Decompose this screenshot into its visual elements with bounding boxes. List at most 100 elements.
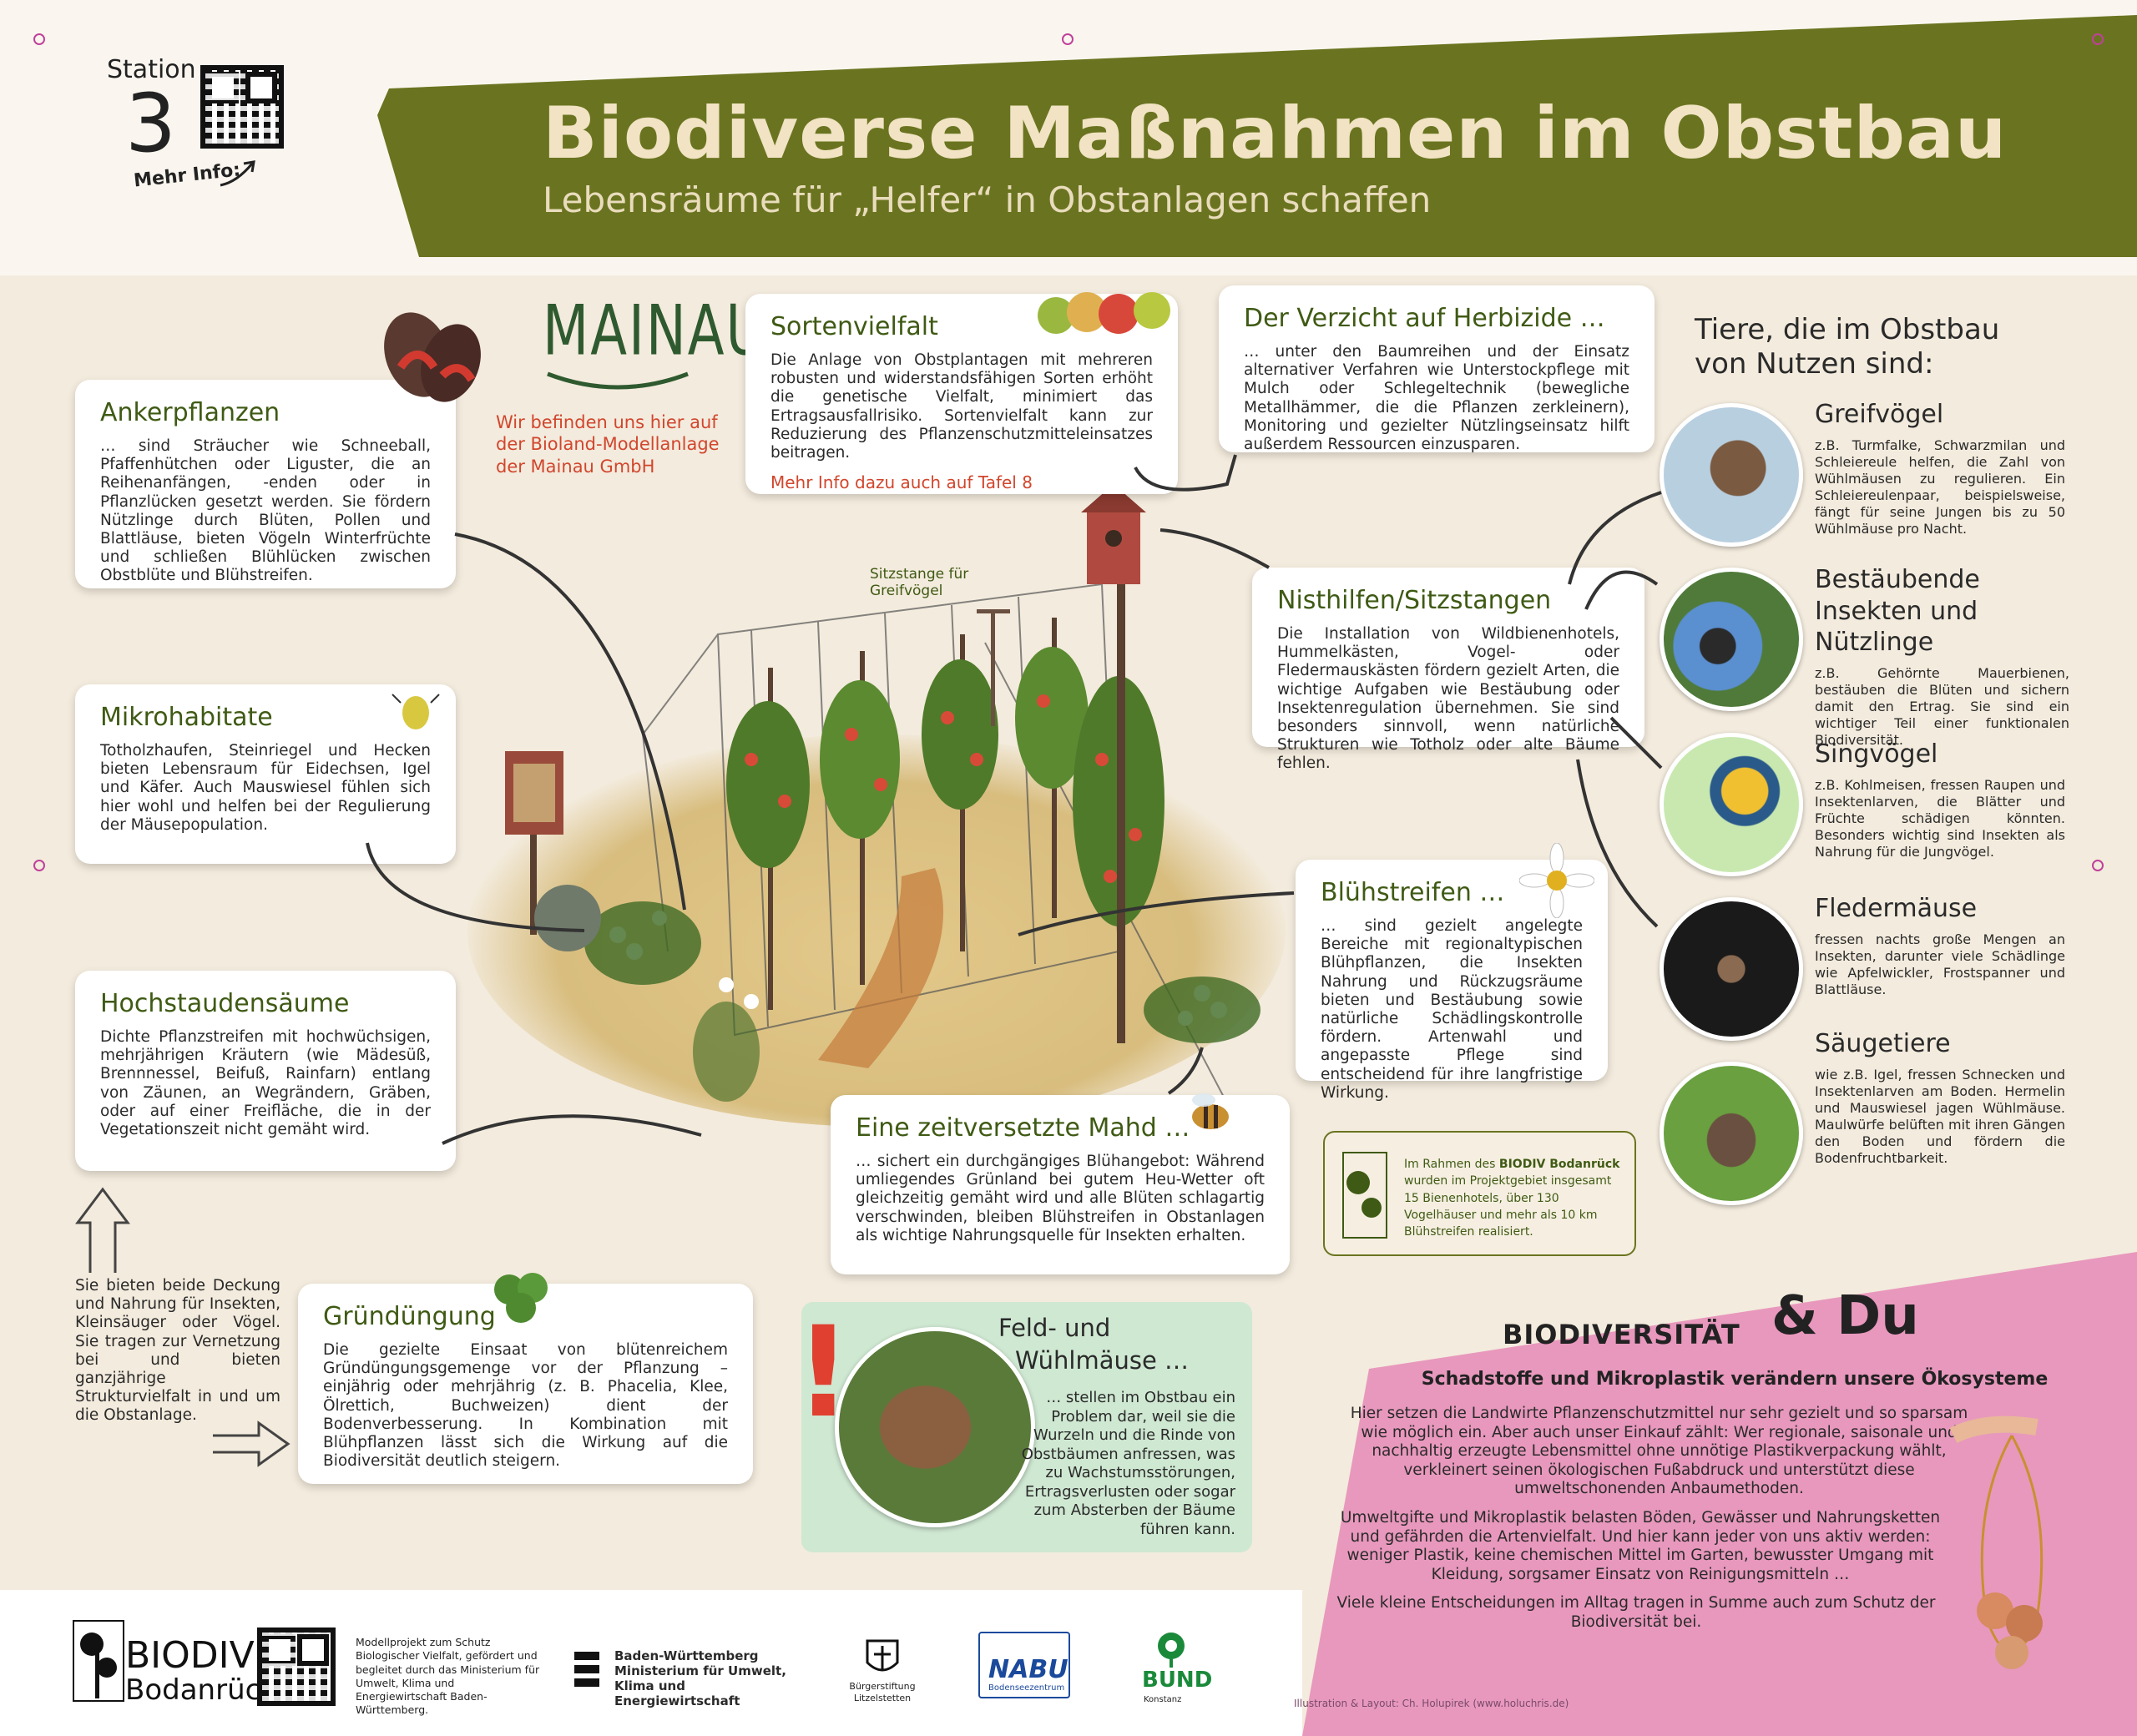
card-text: Die gezielte Einsaat von blütenreichem G… [323, 1341, 728, 1471]
apples-icon [1038, 292, 1170, 334]
bund-logo-text: BUND [1142, 1668, 1213, 1693]
animal-fledermaeuse: Fledermäuse fressen nachts große Mengen … [1815, 893, 2065, 998]
voles-box: ! Feld- und Wühlmäuse … … stellen im Obs… [795, 1302, 1252, 1552]
tree-icon [1342, 1152, 1387, 1239]
animal-text: fressen nachts große Mengen an Insekten,… [1815, 931, 2065, 997]
biodiv-info-box: Im Rahmen des BIODIV Bodanrück wurden im… [1323, 1131, 1636, 1256]
side-note: Sie bieten beide Deckung und Nahrung für… [75, 1277, 280, 1425]
mainau-logo-swoosh [547, 371, 689, 390]
card-title: Sortenvielfalt [770, 312, 938, 341]
biodiv-du-title: BIODIVERSITÄT [1503, 1319, 1740, 1350]
bw-ministry-logo: Baden-Württemberg Ministerium für Umwelt… [614, 1648, 786, 1708]
card-title: Eine zeitversetzte Mahd … [856, 1113, 1190, 1143]
mainau-note: Wir befinden uns hier auf der Bioland-Mo… [496, 412, 720, 477]
beetle-icon [392, 694, 440, 729]
arrow-icon [220, 160, 255, 187]
card-text: … sind gezielt angelegte Bereiche mit re… [1321, 917, 1583, 1102]
nabu-logo: NABU Bodenseezentrum [978, 1632, 1070, 1698]
animal-title: Bestäubende Insekten und Nützlinge [1815, 565, 1980, 657]
bw-lions-icon [574, 1652, 599, 1687]
animal-text: z.B. Kohlmeisen, fressen Raupen und Inse… [1815, 776, 2065, 860]
biodiv-info-text: Im Rahmen des BIODIV Bodanrück wurden im… [1404, 1158, 1620, 1239]
card-text: Dichte Pflanzstreifen mit hochwüchsigen,… [100, 1028, 431, 1138]
card-title: Mikrohabitate [100, 703, 273, 732]
card-hochstaudensaeume: Hochstaudensäume Dichte Pflanzstreifen m… [75, 971, 456, 1171]
card-text: Die Installation von Wildbienenhotels, H… [1277, 625, 1619, 773]
card-text: … sind Sträucher wie Schneeball, Pfaffen… [100, 437, 431, 585]
songbird-image [1660, 733, 1803, 876]
animal-singvoegel: Singvögel z.B. Kohlmeisen, fressen Raupe… [1815, 739, 2065, 860]
card-title: Hochstaudensäume [100, 989, 350, 1018]
qr-code-station[interactable] [200, 65, 284, 149]
shopping-net-icon [1949, 1416, 2044, 1669]
station-label: Station [107, 55, 196, 84]
animal-text: z.B. Gehörnte Mauerbienen, bestäuben die… [1815, 664, 2069, 748]
right-arrow-icon [213, 1421, 290, 1467]
station-number: 3 [125, 77, 177, 170]
biodiv-logo-line1: BIODIV [125, 1634, 255, 1677]
page-subtitle: Lebensräume für „Helfer“ in Obstanlagen … [543, 179, 1432, 220]
card-text: Die Anlage von Obstplantagen mit mehrere… [770, 351, 1153, 462]
stiftung-crest-icon [866, 1639, 899, 1672]
bund-sub: Konstanz [1144, 1695, 1182, 1704]
mainau-logo: MAINAU [543, 290, 767, 372]
orchard-illustration [505, 484, 1260, 1136]
animal-title: Fledermäuse [1815, 894, 1978, 923]
card-bluehstreifen: Blühstreifen … … sind gezielt angelegte … [1296, 860, 1608, 1102]
mount-hole [2092, 860, 2104, 871]
animal-title: Greifvögel [1815, 400, 1944, 429]
daisy-icon [1519, 843, 1594, 918]
stiftung-label: Bürgerstiftung Litzelstetten [849, 1681, 916, 1704]
animal-bestaeuber: Bestäubende Insekten und Nützlinge z.B. … [1815, 564, 2069, 749]
bee-image [1660, 568, 1803, 711]
up-arrow-icon [75, 1187, 130, 1273]
card-title: Blühstreifen … [1321, 878, 1505, 907]
mount-hole [2092, 33, 2104, 45]
mount-hole [33, 33, 45, 45]
card-nisthilfen: Nisthilfen/Sitzstangen Die Installation … [1252, 568, 1644, 772]
card-title: Gründüngung [323, 1302, 496, 1331]
card-ankerpflanzen: Ankerpflanzen … sind Sträucher wie Schne… [75, 380, 456, 588]
bat-image [1660, 897, 1803, 1041]
vole-image [835, 1327, 1035, 1527]
animals-heading: Tiere, die im Obstbau von Nutzen sind: [1695, 313, 2000, 381]
clover-icon [494, 1273, 548, 1323]
voles-title: Feld- und Wühlmäuse … [998, 1314, 1190, 1375]
animal-saeugetiere: Säugetiere wie z.B. Igel, fressen Schnec… [1815, 1028, 2065, 1167]
card-text: … unter den Baumreihen und der Einsatz a… [1244, 343, 1629, 453]
footer [0, 1590, 1302, 1736]
card-title: Ankerpflanzen [100, 398, 280, 427]
butterfly-icon [384, 312, 481, 402]
card-title: Der Verzicht auf Herbizide … [1244, 304, 1605, 333]
biodiv-du-amp: & Du [1771, 1285, 1919, 1347]
voles-text: … stellen im Obstbau ein Problem dar, we… [1021, 1389, 1235, 1538]
animal-greifvoegel: Greifvögel z.B. Turmfalke, Schwarzmilan … [1815, 399, 2065, 537]
biodiv-du-p3: Viele kleine Entscheidungen im Alltag tr… [1336, 1594, 1936, 1631]
biodiv-du-p2: Umweltgifte und Mikroplastik belasten Bö… [1340, 1509, 1941, 1583]
bund-flower-icon [1158, 1633, 1185, 1668]
card-text: Totholzhaufen, Steinriegel und Hecken bi… [100, 742, 431, 834]
biodiv-logo-line2: Bodanrück [125, 1673, 278, 1707]
card-sortenvielfalt: Sortenvielfalt Die Anlage von Obstplanta… [745, 294, 1178, 494]
page-title: Biodiverse Maßnahmen im Obstbau [543, 92, 2008, 175]
animal-text: wie z.B. Igel, fressen Schnecken und Ins… [1815, 1066, 2065, 1166]
animal-title: Säugetiere [1815, 1029, 1951, 1058]
biodiv-du-p1: Hier setzen die Landwirte Pflanzenschutz… [1350, 1405, 1968, 1498]
card-text: … sichert ein durchgängiges Blühangebot:… [856, 1153, 1265, 1244]
model-project-text: Modellprojekt zum Schutz Biologischer Vi… [356, 1636, 540, 1717]
raptor-image [1660, 403, 1803, 547]
mount-hole [33, 860, 45, 871]
hedgehog-image [1660, 1062, 1803, 1205]
card-link[interactable]: Mehr Info dazu auch auf Tafel 8 [770, 472, 1033, 493]
perch-label: Sitzstange für Greifvögel [870, 566, 969, 600]
credit-text: Illustration & Layout: Ch. Holupirek (ww… [1294, 1698, 1569, 1709]
bee-icon [1192, 1093, 1229, 1129]
qr-code-biodiv[interactable] [257, 1628, 336, 1706]
card-mikrohabitate: Mikrohabitate Totholzhaufen, Steinriegel… [75, 684, 456, 864]
mount-hole [1062, 33, 1074, 45]
card-herbizide: Der Verzicht auf Herbizide … … unter den… [1219, 285, 1655, 453]
card-title: Nisthilfen/Sitzstangen [1277, 586, 1552, 615]
animal-title: Singvögel [1815, 739, 1938, 769]
biodiv-tree-icon [73, 1620, 124, 1702]
